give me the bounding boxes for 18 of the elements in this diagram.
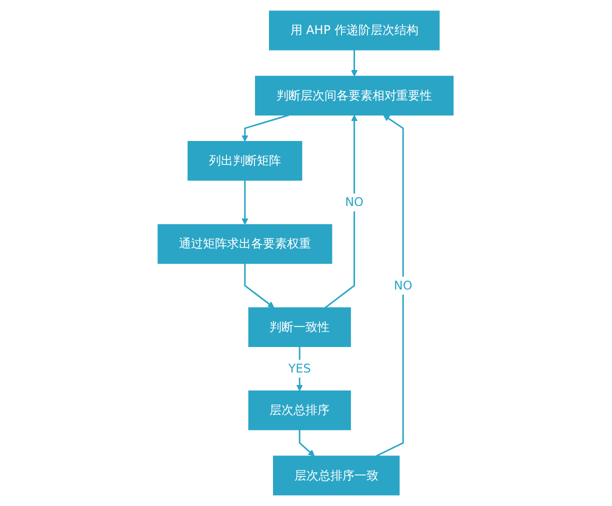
- process-box: 通过矩阵求出各要素权重: [158, 224, 333, 264]
- process-box: 列出判断矩阵: [188, 140, 303, 181]
- process-box: 层次总排序: [248, 390, 352, 430]
- arrow: [325, 114, 358, 308]
- process-box: 用 AHP 作递阶层次结构: [269, 10, 440, 50]
- process-box: 判断一致性: [248, 307, 352, 348]
- process-box: 层次总排序一致: [273, 456, 400, 496]
- process-box: 判断层次间各要素相对重要性: [255, 76, 454, 116]
- edge-label: NO: [394, 276, 413, 295]
- arrow: [296, 346, 304, 392]
- edge-label: YES: [288, 360, 312, 378]
- arrow: [242, 180, 249, 225]
- arrow: [351, 50, 358, 76]
- arrow: [376, 114, 404, 457]
- arrow: [244, 263, 275, 308]
- arrow: [299, 430, 316, 456]
- arrow: [242, 114, 290, 142]
- edge-label: NO: [346, 193, 364, 212]
